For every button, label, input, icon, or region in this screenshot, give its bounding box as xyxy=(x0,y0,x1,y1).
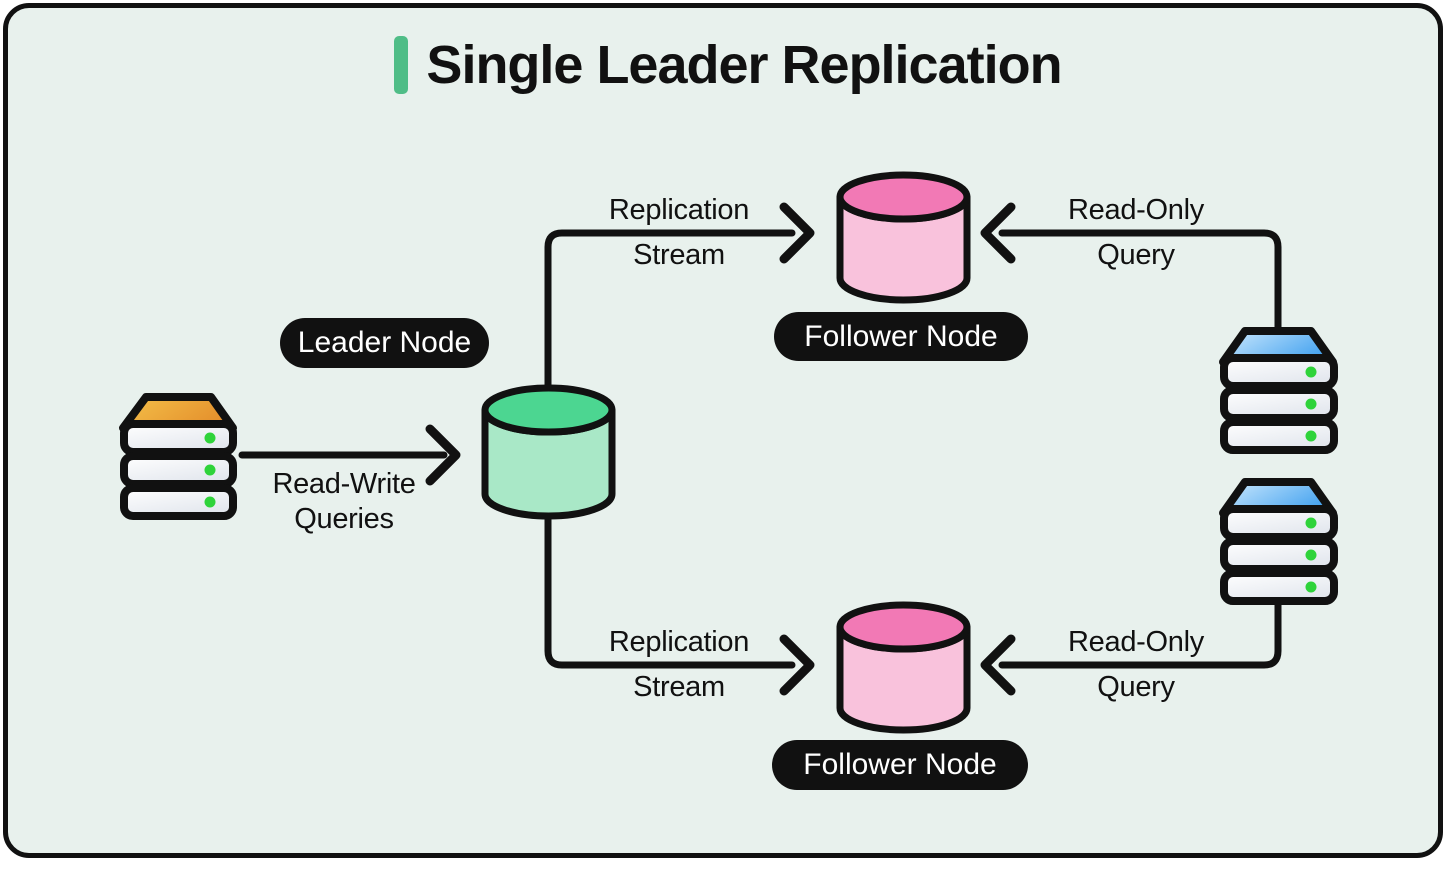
replica-client-icon-bottom xyxy=(1219,478,1338,605)
read-write-label-line1: Read-Write xyxy=(272,468,416,500)
replication-stream-label-top-line1: Replication xyxy=(608,194,750,226)
leader-database-icon xyxy=(481,384,616,520)
follower-node-badge-top: Follower Node xyxy=(774,312,1028,361)
replication-stream-label-top-line2: Stream xyxy=(633,239,725,271)
read-only-query-arrow-bottom xyxy=(980,598,1282,696)
read-only-query-label-top-line1: Read-Only xyxy=(1068,194,1204,226)
diagram-card xyxy=(3,3,1443,858)
replication-stream-arrow-top xyxy=(544,202,815,396)
title-row: Single Leader Replication xyxy=(0,34,1456,96)
replication-stream-arrow-bottom xyxy=(544,510,815,696)
read-only-query-label-bottom-line1: Read-Only xyxy=(1068,626,1204,658)
replication-stream-label-bottom-line2: Stream xyxy=(633,671,725,703)
replica-client-icon-top xyxy=(1219,327,1338,454)
read-write-arrow xyxy=(238,424,461,486)
follower-database-icon-top xyxy=(836,171,971,304)
read-write-label-line2: Queries xyxy=(294,503,394,535)
title-accent-bar xyxy=(394,36,409,94)
page-title: Single Leader Replication xyxy=(426,35,1062,95)
read-only-query-arrow-top xyxy=(980,202,1282,335)
follower-node-badge-bottom: Follower Node xyxy=(772,740,1028,790)
read-only-query-label-top-line2: Query xyxy=(1097,239,1175,271)
follower-database-icon-bottom xyxy=(836,601,971,734)
client-server-icon xyxy=(119,393,237,520)
leader-node-badge: Leader Node xyxy=(280,318,489,368)
replication-stream-label-bottom-line1: Replication xyxy=(608,626,750,658)
read-only-query-label-bottom-line2: Query xyxy=(1097,671,1175,703)
